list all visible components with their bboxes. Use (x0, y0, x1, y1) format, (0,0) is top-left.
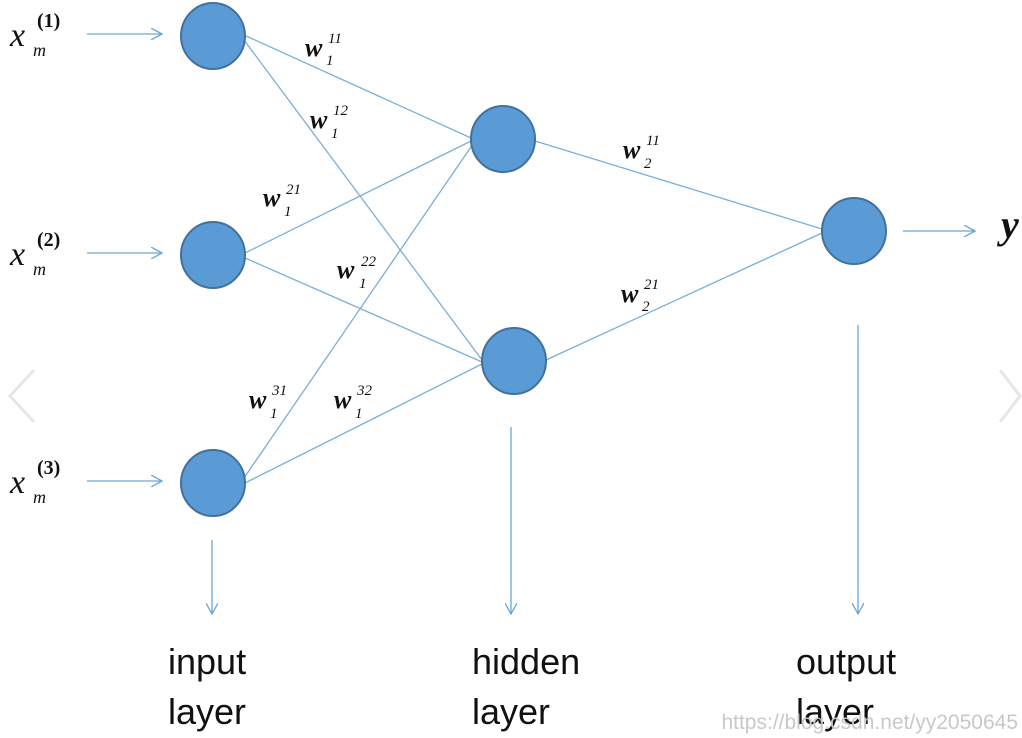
edge-i1-h1 (243, 34, 472, 139)
weight-superscript: 22 (361, 254, 377, 270)
arrows (87, 34, 975, 614)
weight-subscript: 1 (359, 276, 367, 292)
input-superscript: (1) (37, 10, 60, 32)
output-layer-caption-line1: output (796, 641, 896, 682)
weight-base: w (249, 385, 267, 414)
edge-i3-h1 (243, 143, 474, 479)
weight-base: w (621, 279, 639, 308)
connections (243, 34, 823, 484)
chevron-right-icon[interactable] (998, 369, 1022, 423)
edge-i2-h1 (244, 140, 472, 254)
weight-base: w (623, 135, 641, 164)
input-label-2: x (2) m (9, 229, 60, 279)
edge-i1-h2 (243, 39, 483, 361)
chevron-left-icon[interactable] (7, 368, 36, 424)
input-layer-caption-line2: layer (168, 691, 246, 732)
weight-label-w1-31: w 31 1 (249, 383, 287, 422)
weight-superscript: 32 (356, 383, 373, 399)
hidden-layer-caption-line2: layer (472, 691, 550, 732)
nodes (180, 2, 887, 517)
watermark: https://blog.csdn.net/yy2050645 (721, 711, 1018, 734)
weight-subscript: 1 (270, 406, 278, 422)
weight-subscript: 1 (331, 126, 339, 142)
input-subscript: m (33, 259, 46, 279)
weight-label-w1-22: w 22 1 (337, 254, 377, 292)
input-node-3 (180, 449, 246, 517)
hidden-node-2 (481, 327, 547, 395)
weight-base: w (310, 105, 328, 134)
weight-label-w2-11: w 11 2 (623, 133, 660, 172)
input-superscript: (3) (37, 457, 60, 479)
weight-subscript: 1 (355, 406, 363, 422)
weight-base: w (263, 183, 281, 212)
weight-superscript: 11 (328, 31, 342, 47)
input-label-1: x (1) m (9, 10, 60, 60)
edge-h1-o (534, 140, 823, 230)
weight-superscript: 11 (646, 133, 660, 149)
input-symbol: x (9, 236, 25, 273)
weight-base: w (305, 33, 323, 62)
hidden-layer-caption-line1: hidden (472, 641, 580, 682)
weight-subscript: 1 (326, 53, 334, 69)
weight-superscript: 21 (644, 277, 659, 293)
input-symbol: x (9, 464, 25, 501)
input-subscript: m (33, 40, 46, 60)
input-node-2 (180, 221, 246, 289)
weight-superscript: 12 (333, 103, 349, 119)
input-subscript: m (33, 487, 46, 507)
input-layer-caption-line1: input (168, 641, 246, 682)
weight-label-w1-32: w 32 1 (334, 383, 373, 422)
input-superscript: (2) (37, 229, 60, 251)
weight-base: w (334, 385, 352, 414)
input-label-3: x (3) m (9, 457, 60, 507)
weight-label-w1-12: w 12 1 (310, 103, 349, 142)
edge-i2-h2 (244, 257, 483, 363)
weight-base: w (337, 255, 355, 284)
weight-subscript: 1 (284, 204, 292, 220)
weight-label-w1-11: w 11 1 (305, 31, 342, 69)
weight-superscript: 21 (286, 182, 301, 198)
input-node-1 (180, 2, 246, 70)
edge-i3-h2 (244, 363, 483, 484)
hidden-node-1 (470, 105, 536, 173)
input-symbol: x (9, 17, 25, 54)
weight-label-w2-21: w 21 2 (621, 277, 659, 315)
weight-label-w1-21: w 21 1 (263, 182, 301, 220)
output-layer-caption-line2: layer (796, 691, 874, 732)
weight-subscript: 2 (644, 156, 652, 172)
weight-subscript: 2 (642, 299, 650, 315)
output-node (821, 197, 887, 265)
weight-superscript: 31 (271, 383, 287, 399)
output-symbol: y (997, 202, 1019, 247)
edge-h2-o (545, 232, 823, 361)
